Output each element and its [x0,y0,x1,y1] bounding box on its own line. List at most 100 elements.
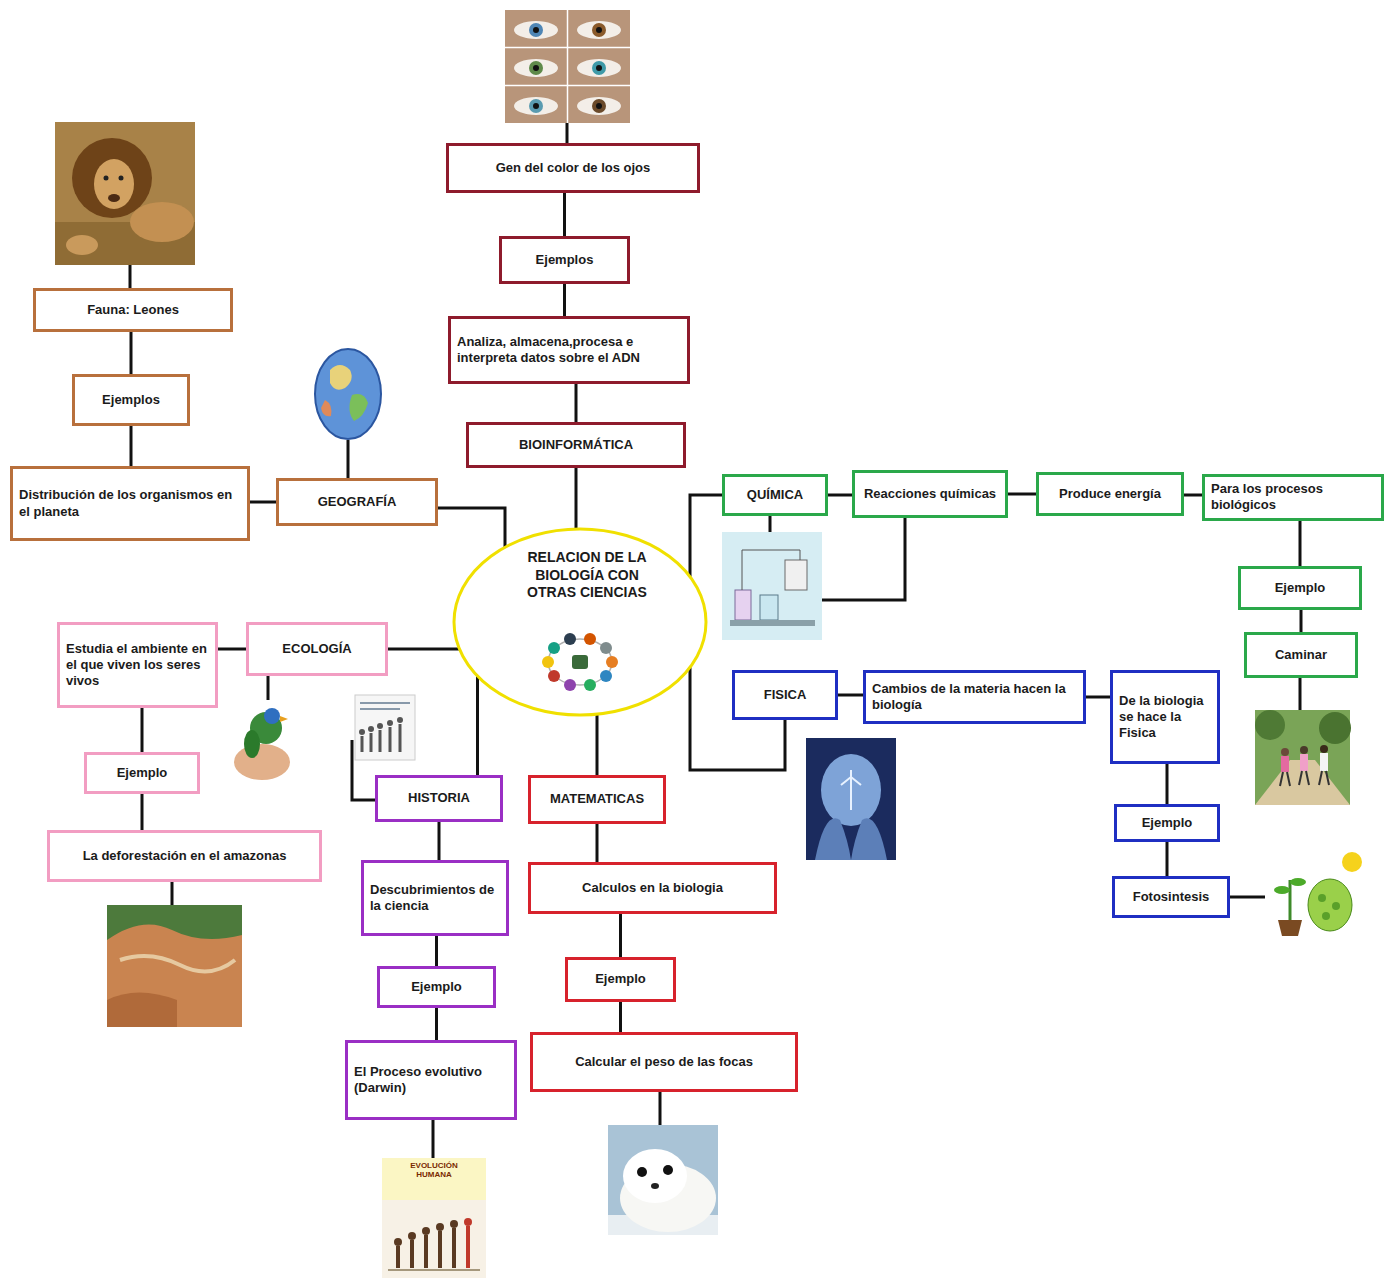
connector [438,508,505,547]
node-text: Calculos en la biologia [537,880,768,896]
concept-box: FISICA [732,670,838,720]
concept-box: QUÍMICA [722,474,828,516]
river [120,956,235,971]
photosynthesis-picture [1265,850,1365,940]
concept-box: Fauna: Leones [33,288,233,332]
lion-eye [119,176,124,181]
seal-photo [608,1125,718,1235]
leaf [1290,878,1306,886]
concept-box: De la biologia se hace la Fisica [1110,670,1220,764]
node-text: Ejemplo [1123,815,1211,831]
walker-body [1281,756,1289,772]
ellipse-shape [454,529,706,715]
concept-box: GEOGRAFÍA [276,478,438,526]
concept-box: Ejemplo [377,966,496,1008]
central-ellipse: RELACION DE LA BIOLOGÍA CON OTRAS CIENCI… [452,527,708,717]
ring-icon [584,633,596,645]
ground-line [388,1269,480,1271]
concept-box: Calcular el peso de las focas [530,1032,798,1092]
concept-box: Fotosintesis [1112,876,1230,918]
concept-box: Ejemplos [72,374,190,426]
figure-head [436,1223,444,1231]
concept-box: El Proceso evolutivo (Darwin) [345,1040,517,1120]
picture-caption: EVOLUCIÓN HUMANA [404,1161,464,1179]
glow [821,754,881,826]
concept-box: Distribución de los organismos en el pla… [10,466,250,541]
leaf-closeup [1308,879,1352,931]
connector [218,648,246,651]
connector [435,936,438,966]
node-text: GEOGRAFÍA [285,494,429,510]
photo-ground [55,122,195,265]
pupil [596,103,602,109]
figure-head [397,717,403,723]
lion-face [94,159,134,209]
globe-icon [315,349,381,439]
node-text: BIOINFORMÁTICA [475,437,677,453]
connector [130,332,133,374]
hand [815,818,851,860]
leader-line [347,440,350,478]
connector [1166,842,1169,876]
photo-ground [1255,710,1350,805]
connector [130,426,133,466]
figures [362,724,400,752]
evolution-figure [466,1226,470,1268]
lion-body [130,202,194,242]
node-text: MATEMATICAS [537,791,657,807]
node-text: Cambios de la materia hacen la biología [872,681,1077,714]
concept-box: Para los procesos biológicos [1202,474,1384,521]
walker-head [1320,745,1328,753]
cell [1322,912,1330,920]
figure-head [422,1227,430,1235]
node-text: ECOLOGÍA [255,641,379,657]
ring-icon [600,642,612,654]
eye-white [577,59,621,77]
seal-eye [663,1165,673,1175]
photo-ground [107,905,242,1027]
parrot-in-hand-picture [234,708,290,780]
concept-box: Caminar [1244,632,1358,678]
eye-white [577,21,621,39]
globe [315,349,381,439]
concept-box: Cambios de la materia hacen la biología [863,670,1086,724]
node-text: RELACION DE LA BIOLOGÍA CON OTRAS CIENCI… [512,549,662,602]
connector [250,501,276,504]
ring-icon [548,642,560,654]
leader-line [1299,678,1302,710]
lion-cub [66,235,98,255]
node-text: Ejemplos [81,392,181,408]
pupil [533,27,539,33]
connector [619,914,622,957]
ring-icon [584,679,596,691]
node-text: La deforestación en el amazonas [56,848,313,864]
node-text: Distribución de los organismos en el pla… [19,487,241,520]
connector [563,193,566,236]
eye-white [514,59,558,77]
figure-head [408,1232,416,1240]
connector [141,794,144,830]
ring-icon [564,633,576,645]
hand [851,818,887,860]
leader-line [1230,896,1265,899]
node-text: Descubrimientos de la ciencia [370,882,500,915]
ring-icon [564,679,576,691]
pupil [533,103,539,109]
forest [107,905,242,940]
center-icon-ring [542,633,618,691]
cell [1318,894,1326,902]
eye-white [514,21,558,39]
walker-body [1300,754,1308,771]
ring-center-icon [572,655,588,669]
concept-box: Reacciones químicas [852,470,1008,518]
concept-box: BIOINFORMÁTICA [466,422,686,468]
eyes-photo [505,10,630,123]
concept-box: Produce energía [1036,472,1184,516]
connector [575,468,578,529]
evolution-picture [382,1158,486,1278]
connector [828,494,852,497]
glowing-hands-picture [806,738,896,860]
concept-box: Ejemplo [84,752,200,794]
lion-eye [104,176,109,181]
connector [596,714,599,775]
